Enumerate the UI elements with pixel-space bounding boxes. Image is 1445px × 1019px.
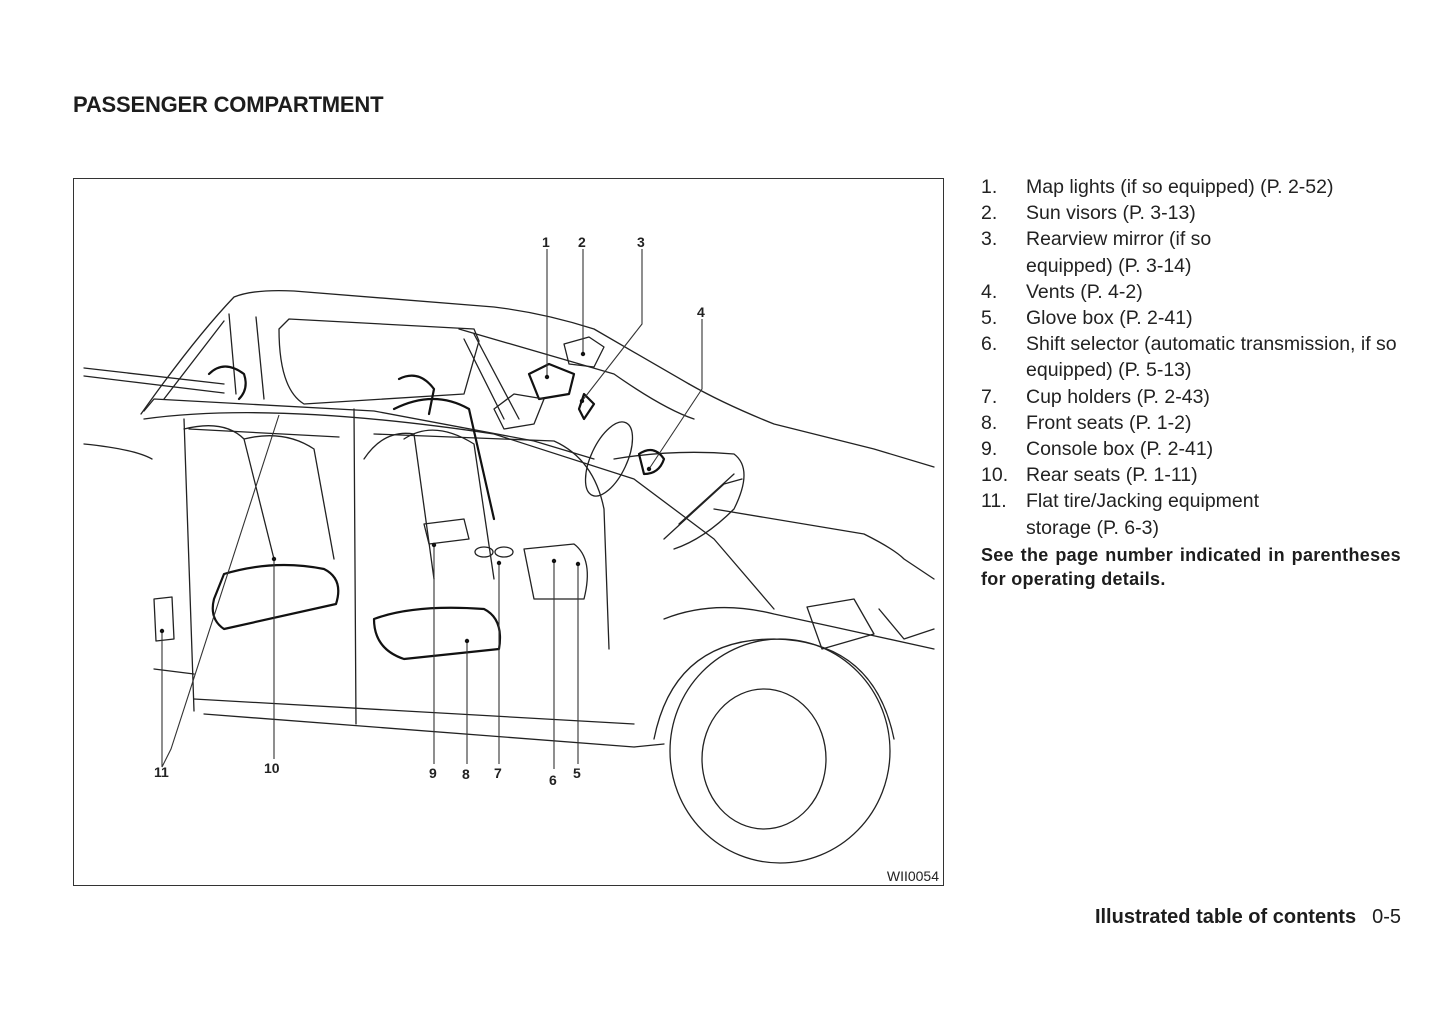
callout-5: 5 <box>573 765 581 781</box>
legend-item: 5.Glove box (P. 2-41) <box>981 307 1193 330</box>
front-rim <box>701 688 827 830</box>
front-seat-back <box>363 429 495 580</box>
rear-seat-back <box>183 425 335 560</box>
legend-item: 2.Sun visors (P. 3-13) <box>981 202 1196 225</box>
callout-9: 9 <box>429 765 437 781</box>
legend-item: 1.Map lights (if so equipped) (P. 2-52) <box>981 176 1334 198</box>
page-footer: Illustrated table of contents 0-5 <box>1095 906 1401 929</box>
roof-inner <box>143 398 595 460</box>
vehicle-line-drawing: 1 2 3 4 5 6 7 8 9 10 11 <box>83 234 935 864</box>
dash-top <box>613 451 745 550</box>
legend-item: 3.Rearview mirror (if so equipped) (P. 3… <box>981 228 1212 277</box>
section-title: PASSENGER COMPARTMENT <box>73 92 384 117</box>
rocker <box>193 698 635 725</box>
callout-2: 2 <box>578 234 586 250</box>
legend-item: 7.Cup holders (P. 2-43) <box>981 385 1210 408</box>
jack-storage <box>153 596 175 642</box>
hood-front <box>713 508 935 580</box>
driver-seat <box>392 397 496 521</box>
console-box <box>423 518 470 545</box>
legend-item: 6.Shift selector (automatic transmission… <box>981 333 1397 382</box>
passenger-compartment-illustration: 1 2 3 4 5 6 7 8 9 10 11 WII0054 <box>73 178 944 886</box>
dash-vent-line <box>663 473 743 540</box>
legend-item: 11.Flat tire/Jacking equipment storage (… <box>981 490 1260 539</box>
callout-7: 7 <box>494 765 502 781</box>
rear-seat-cushion <box>211 563 340 631</box>
roof-side-rail <box>143 412 775 610</box>
front-seat-cushion <box>372 606 502 661</box>
a-pillar <box>463 333 520 420</box>
map-lights <box>527 362 576 401</box>
windshield <box>458 328 695 420</box>
legend-item: 10.Rear seats (P. 1-11) <box>981 464 1198 487</box>
footer-section-title: Illustrated table of contents <box>1094 906 1357 928</box>
callout-8: 8 <box>462 766 470 782</box>
steering-wheel <box>584 421 634 497</box>
leader-dots <box>159 351 652 644</box>
leader-3 <box>581 249 643 402</box>
vent <box>637 448 666 476</box>
callout-6: 6 <box>549 772 557 788</box>
rearview-mirror <box>577 392 596 421</box>
cup-holder-b <box>494 546 514 558</box>
lower-body <box>153 668 665 748</box>
legend-item: 4.Vents (P. 4-2) <box>981 280 1143 303</box>
rear-door-frame <box>183 418 340 712</box>
cab-roof <box>140 289 690 415</box>
wheel-arch <box>653 638 895 740</box>
center-console <box>523 543 588 600</box>
legend-item: 9.Console box (P. 2-41) <box>981 438 1214 461</box>
bed-rail <box>83 367 225 394</box>
operating-details-note: See the page number indicated in parenth… <box>981 545 1401 589</box>
cup-holder-a <box>474 546 494 558</box>
rear-seat-headrest <box>207 365 247 401</box>
fender <box>663 606 935 650</box>
callout-4: 4 <box>697 304 705 320</box>
headlight <box>806 598 875 650</box>
figure-code: WII0054 <box>886 868 939 884</box>
hood <box>688 383 935 468</box>
front-seat-headrest <box>397 374 436 416</box>
rear-window <box>278 318 480 405</box>
leader-lines <box>161 249 703 769</box>
legend-item: 8.Front seats (P. 1-2) <box>981 411 1192 434</box>
door-frame-front <box>373 433 610 650</box>
bed-side <box>83 443 153 460</box>
sun-visor <box>493 393 545 430</box>
b-pillar <box>353 408 357 725</box>
page-number: 0-5 <box>1372 906 1401 928</box>
callout-3: 3 <box>637 234 645 250</box>
callout-11: 11 <box>154 764 169 780</box>
callout-legend: 1.Map lights (if so equipped) (P. 2-52) … <box>981 174 1406 541</box>
leader-4 <box>648 319 703 470</box>
bumper <box>878 608 935 640</box>
sun-visor-box <box>563 336 605 368</box>
callout-1: 1 <box>542 234 550 250</box>
rear-pillar <box>163 313 265 400</box>
leader-11 <box>161 414 280 768</box>
callout-10: 10 <box>264 760 280 776</box>
